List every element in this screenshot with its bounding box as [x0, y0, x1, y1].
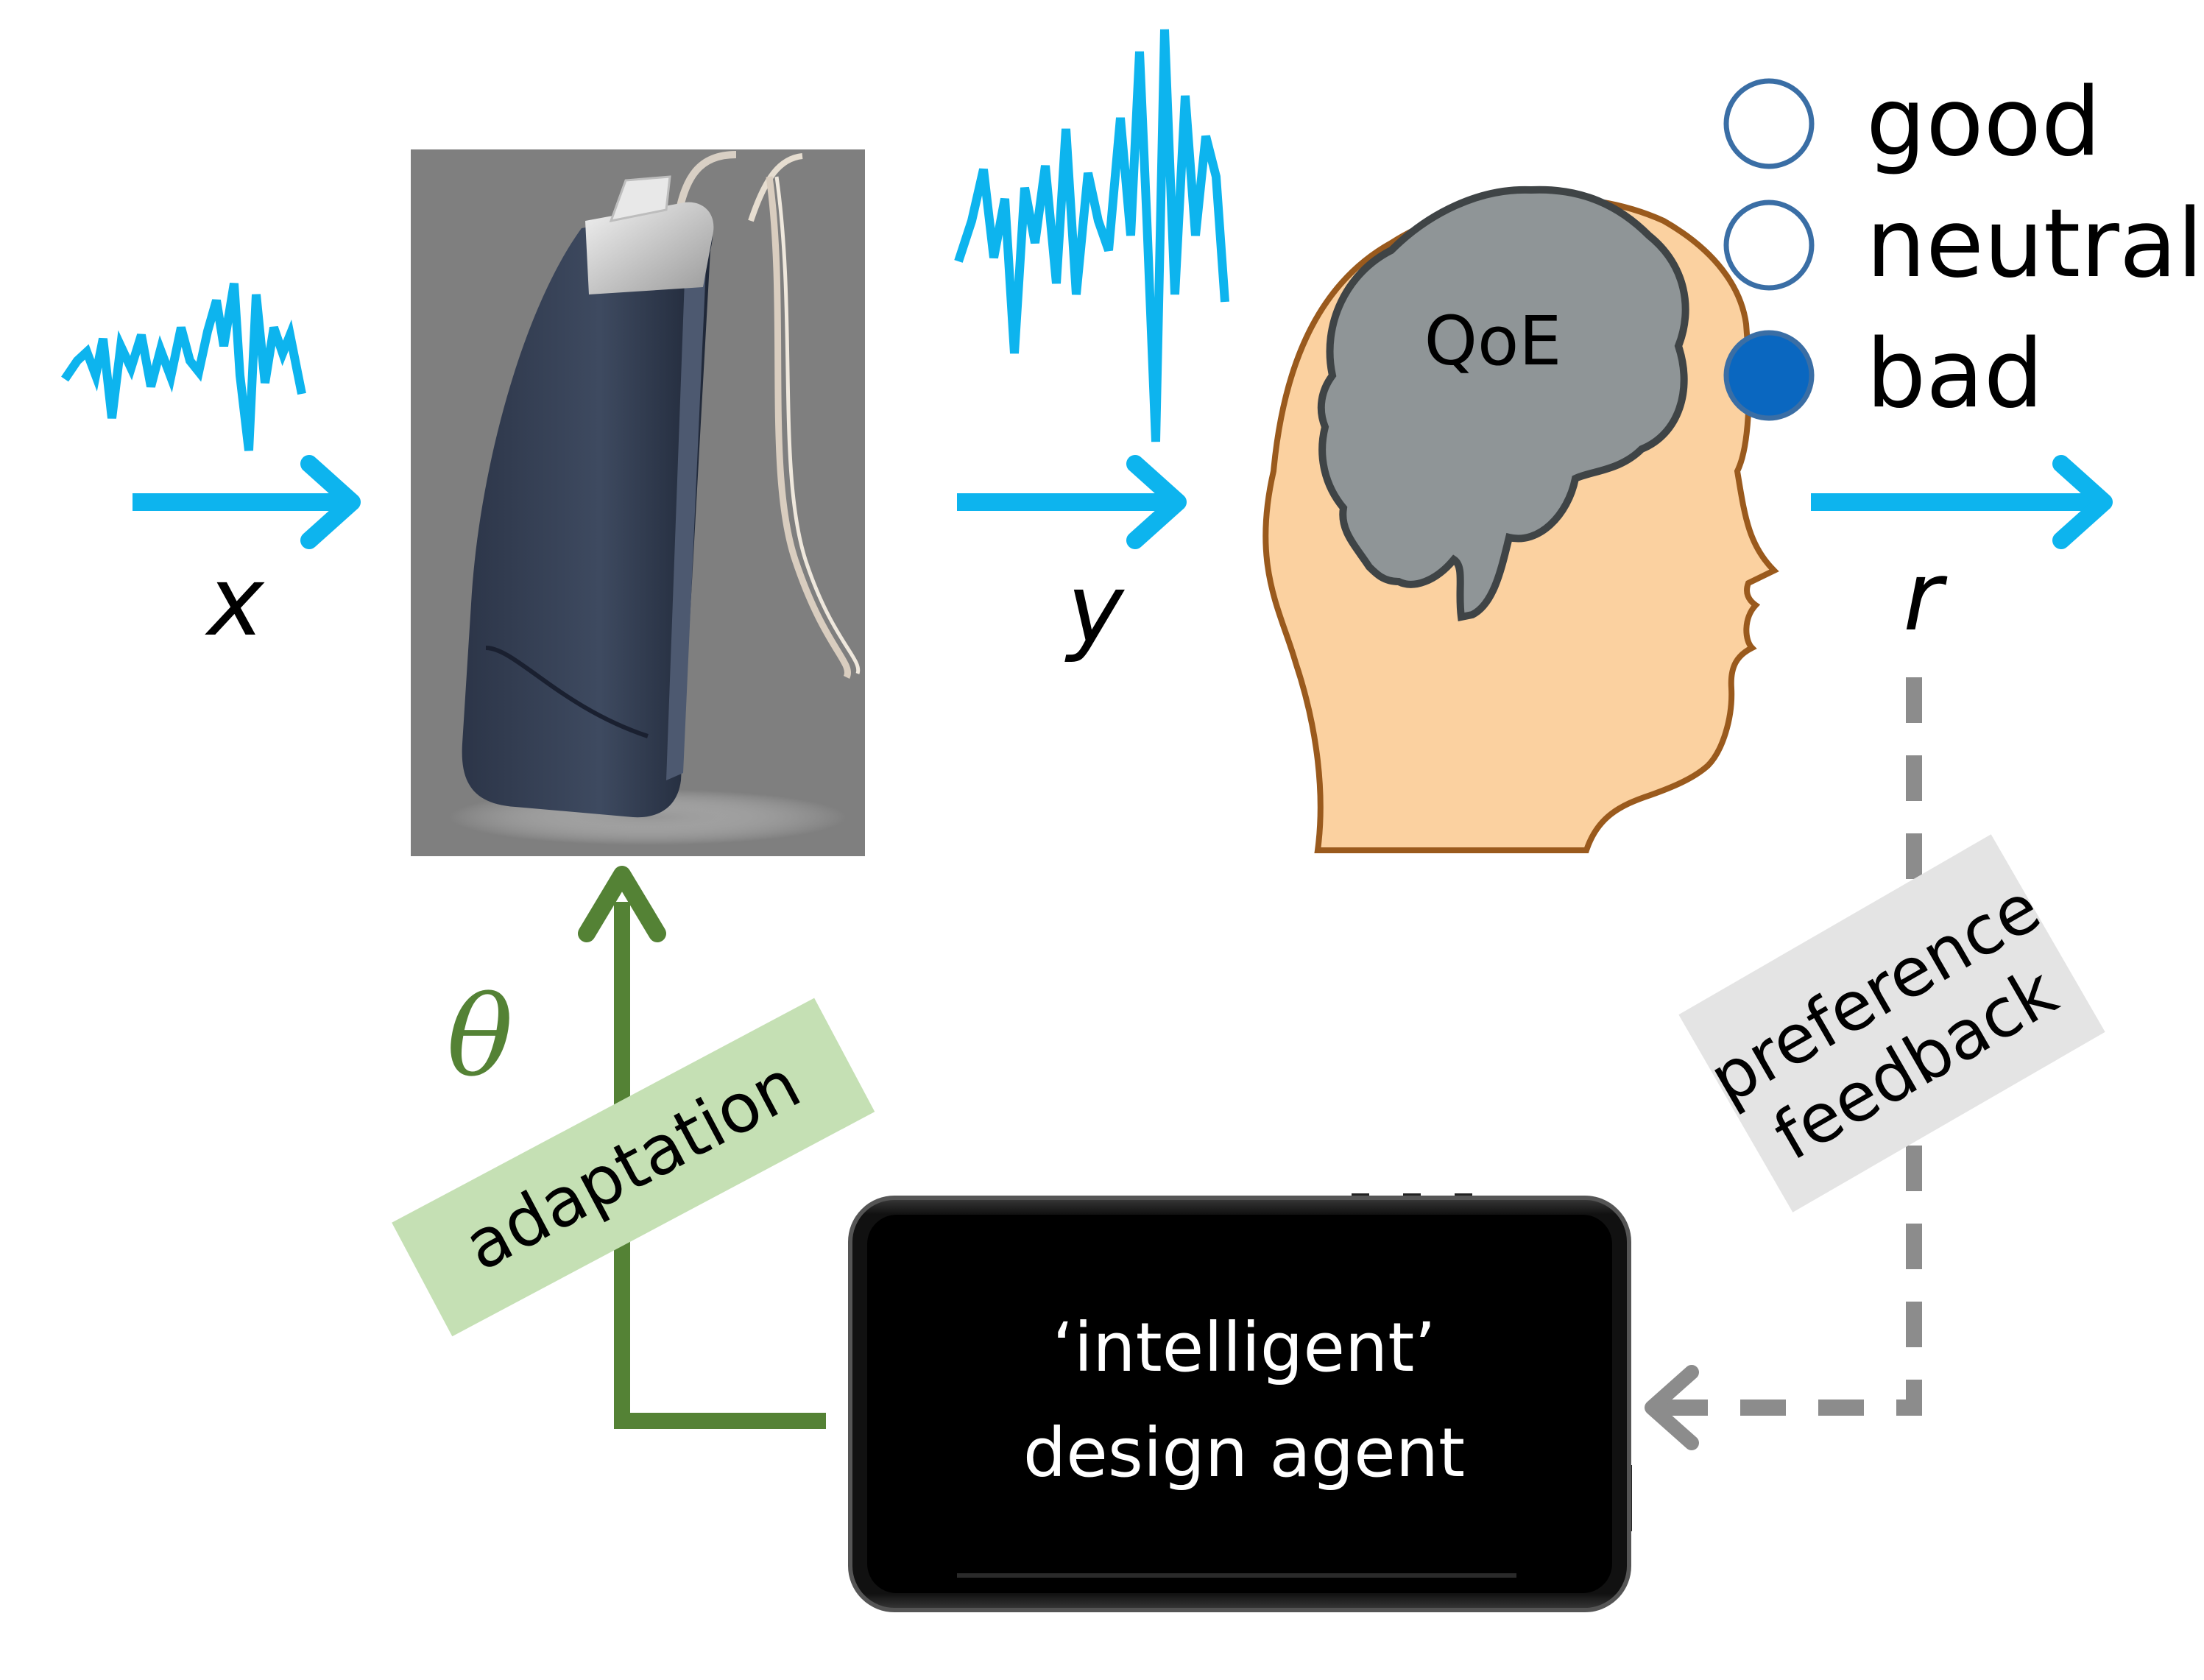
- rating-label-neutral: neutral: [1866, 189, 2203, 299]
- rating-option-neutral[interactable]: neutral: [1723, 189, 2203, 299]
- output-arrow: [957, 455, 1187, 549]
- input-arrow: [133, 455, 361, 549]
- output-waveform: [954, 29, 1229, 442]
- input-signal: x: [61, 283, 361, 657]
- output-signal-label: y: [1064, 553, 1126, 665]
- preference-feedback: preference feedback: [1645, 677, 2105, 1450]
- adaptation-line: [614, 902, 826, 1429]
- rating-label-good: good: [1866, 68, 2101, 177]
- brain-label: QoE: [1424, 302, 1562, 381]
- listener-head: QoE: [1262, 186, 1779, 853]
- phone-screen: [867, 1215, 1612, 1593]
- feedback-arrowhead: [1645, 1365, 1699, 1450]
- rating-option-good[interactable]: good: [1723, 68, 2101, 177]
- adaptation-label-box: [392, 998, 875, 1337]
- response-label: r: [1903, 540, 1948, 652]
- input-waveform: [61, 283, 306, 451]
- rating-radio-good[interactable]: [1723, 78, 1815, 169]
- response-signal: r: [1811, 455, 2113, 652]
- rating-options[interactable]: good neutral bad: [1723, 68, 2203, 429]
- rating-label-bad: bad: [1866, 320, 2044, 429]
- input-signal-label: x: [205, 546, 266, 657]
- adaptation-path: adaptation θ: [392, 866, 875, 1429]
- hearing-aid-device: [411, 149, 865, 856]
- rating-radio-bad[interactable]: [1723, 330, 1815, 421]
- output-signal: y: [954, 29, 1229, 665]
- adaptation-arrowhead: [578, 866, 666, 942]
- rating-radio-neutral[interactable]: [1723, 200, 1815, 291]
- agent-label-line1: ‘intelligent’: [1052, 1308, 1435, 1387]
- hearing-aid-image: [449, 151, 861, 845]
- agent-label-line2: design agent: [1023, 1413, 1465, 1492]
- parameter-theta: θ: [447, 973, 513, 1101]
- rating-option-bad[interactable]: bad: [1723, 320, 2044, 429]
- brain-shape: [1317, 186, 1689, 621]
- response-arrow: [1811, 455, 2113, 549]
- feedback-label-box: [1678, 834, 2105, 1213]
- design-agent-phone[interactable]: ‘intelligent’ design agent: [848, 1193, 1632, 1612]
